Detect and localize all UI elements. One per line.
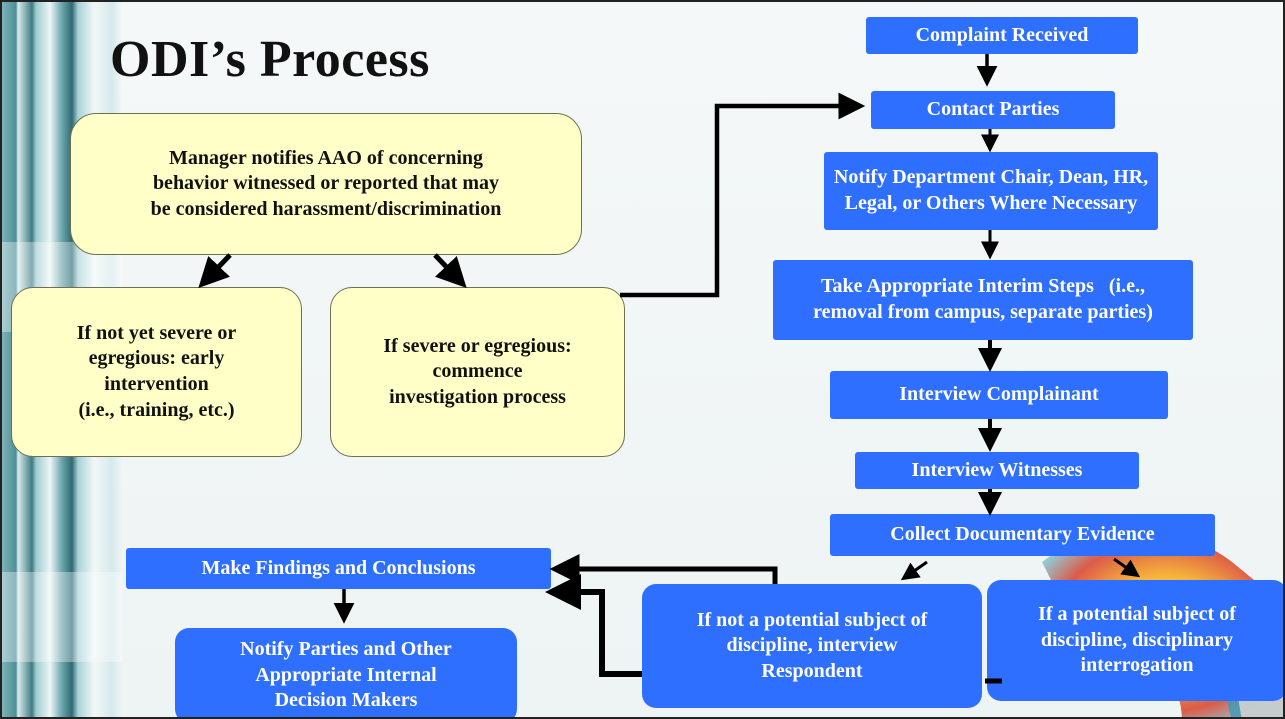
interview-witnesses-label: Interview Witnesses	[911, 458, 1083, 481]
notify-chair-line-1: Notify Department Chair, Dean, HR,	[833, 166, 1149, 189]
complaint-received-label: Complaint Received	[915, 23, 1089, 46]
notify-parties-line-1: Notify Parties and Other	[240, 638, 452, 661]
severe-line-1: If severe or egregious:	[383, 334, 572, 357]
contact-parties-box: Contact Parties	[871, 91, 1115, 129]
early-line-3: intervention	[104, 373, 209, 395]
notify-parties-box: Notify Parties and Other Appropriate Int…	[175, 628, 517, 717]
arrow-not-subject-to-findings-lower	[545, 574, 642, 677]
subject-line-2: discipline, disciplinary	[1040, 628, 1234, 651]
notify-chair-line-2: Legal, or Others Where Necessary	[844, 192, 1138, 214]
manager-line-3: be considered harassment/discrimination	[150, 197, 502, 220]
arrow-manager-to-severe	[433, 253, 467, 289]
not-subject-line-1: If not a potential subject of	[696, 608, 928, 631]
not-subject-line-3: Respondent	[761, 659, 863, 682]
arrow-evidence-to-subject	[1113, 557, 1141, 578]
interim-line-1: Take Appropriate Interim Steps (i.e.,	[821, 275, 1145, 298]
make-findings-label: Make Findings and Conclusions	[201, 556, 476, 579]
interview-complainant-label: Interview Complainant	[899, 383, 1099, 406]
early-line-2: egregious: early	[88, 347, 225, 370]
contact-parties-label: Contact Parties	[926, 98, 1060, 121]
manager-line-1: Manager notifies AAO of concerning	[168, 146, 484, 169]
arrow-manager-to-early	[198, 253, 232, 289]
interview-complainant-box: Interview Complainant	[830, 371, 1168, 419]
not-subject-line-2: discipline, interview	[726, 634, 898, 657]
arrow-not-subject-to-findings-upper	[549, 554, 778, 584]
notify-chair-box: Notify Department Chair, Dean, HR, Legal…	[824, 152, 1158, 230]
notify-parties-line-3: Decision Makers	[274, 689, 418, 712]
severe-line-3: investigation process	[389, 385, 566, 408]
collect-evidence-label: Collect Documentary Evidence	[890, 523, 1155, 546]
collect-evidence-box: Collect Documentary Evidence	[830, 514, 1215, 556]
manager-notifies-box: Manager notifies AAO of concerning behav…	[70, 113, 582, 255]
not-subject-box: If not a potential subject of discipline…	[642, 584, 982, 708]
notify-parties-line-2: Appropriate Internal	[255, 663, 437, 686]
early-intervention-box: If not yet severe or egregious: early in…	[11, 287, 302, 457]
early-line-4: (i.e., training, etc.)	[78, 398, 235, 421]
severe-box: If severe or egregious: commence investi…	[330, 287, 625, 457]
interview-witnesses-box: Interview Witnesses	[855, 452, 1139, 489]
severe-line-2: commence	[432, 360, 523, 383]
interim-steps-box: Take Appropriate Interim Steps (i.e., re…	[773, 260, 1193, 340]
early-line-1: If not yet severe or	[76, 321, 237, 344]
manager-line-2: behavior witnessed or reported that may	[152, 172, 500, 195]
make-findings-box: Make Findings and Conclusions	[126, 548, 551, 589]
arrow-evidence-to-not-subject	[900, 560, 928, 581]
subject-line-1: If a potential subject of	[1038, 603, 1236, 626]
subject-box: If a potential subject of discipline, di…	[987, 580, 1283, 701]
subject-line-3: interrogation	[1080, 654, 1194, 677]
arrow-severe-to-contact	[620, 92, 866, 298]
complaint-received-box: Complaint Received	[866, 17, 1138, 54]
interim-line-2: removal from campus, separate parties)	[813, 301, 1153, 323]
page-title: ODI’s Process	[110, 31, 430, 88]
